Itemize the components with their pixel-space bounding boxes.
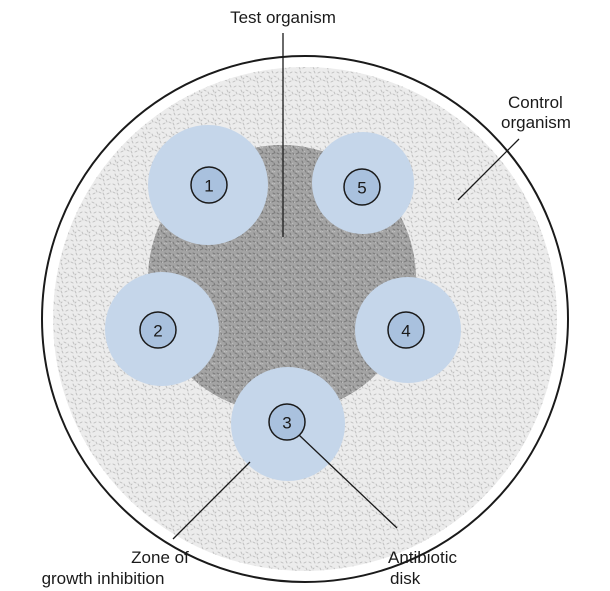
zone-label-line2: growth inhibition [42,569,165,588]
antibiotic-disk-3: 3 [268,403,306,441]
disk-number-2: 2 [153,322,162,341]
control-organism-label-line2: organism [501,113,571,132]
antibiotic-disk-label-line2: disk [390,569,421,588]
test-organism-label: Test organism [230,8,336,27]
antibiotic-disk-leader [298,434,398,529]
antibiotic-disks: 1 2 3 4 5 [139,166,425,441]
control-organism-label-line1: Control [508,93,563,112]
antibiotic-disk-2: 2 [139,311,177,349]
antibiotic-disk-label-line1: Antibiotic [388,548,457,567]
zone-leader [172,461,251,540]
control-organism-leader [457,138,520,201]
disk-number-4: 4 [401,322,410,341]
disk-number-1: 1 [204,177,213,196]
antibiotic-disk-5: 5 [343,168,381,206]
zone-label-line1: Zone of [131,548,189,567]
antibiotic-disk-4: 4 [387,311,425,349]
disk-number-3: 3 [282,414,291,433]
disk-number-5: 5 [357,179,366,198]
antibiotic-disk-1: 1 [190,166,228,204]
